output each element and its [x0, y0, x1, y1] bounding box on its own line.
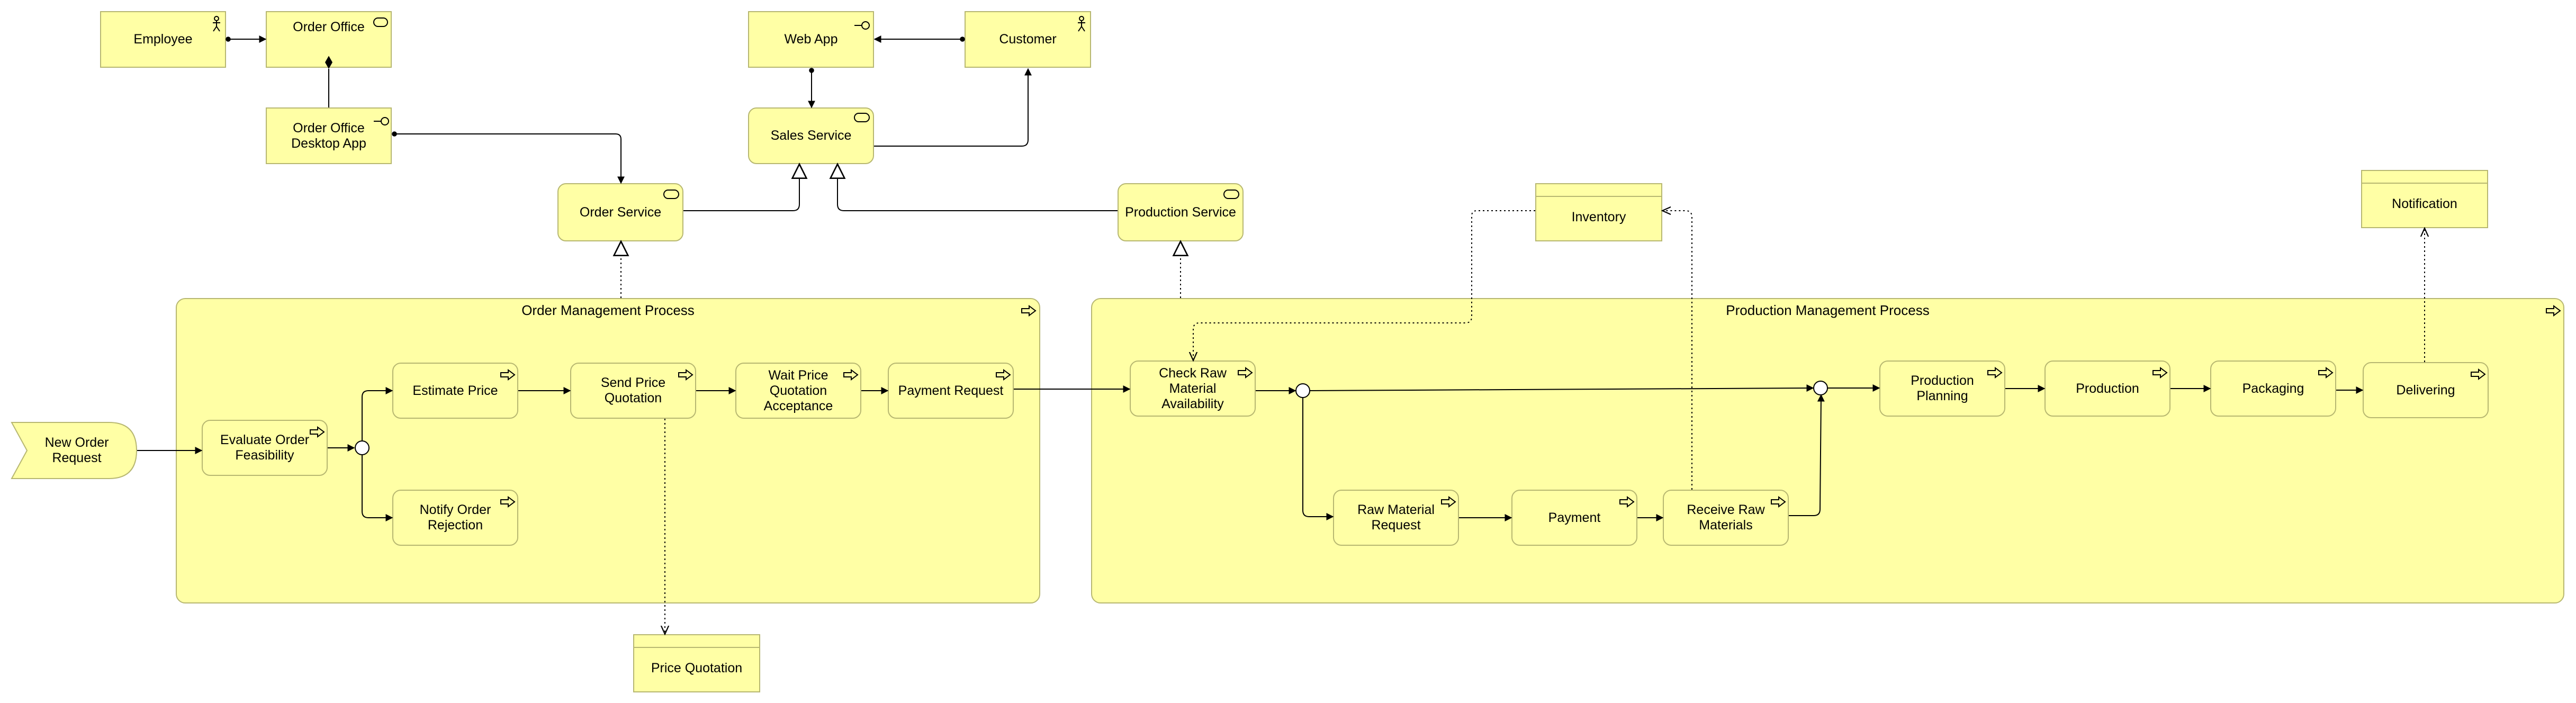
sales-service-label: Sales Service [770, 128, 852, 143]
new-order-request-label: New Order Request [44, 435, 109, 465]
delivering-label: Delivering [2396, 382, 2455, 398]
notification-label: Notification [2392, 196, 2457, 211]
order-management-process-title: Order Management Process [521, 302, 695, 318]
payment-step[interactable]: Payment [1511, 490, 1637, 546]
web-app-label: Web App [784, 32, 838, 47]
price-quotation-data-object[interactable]: Price Quotation [633, 634, 760, 692]
inventory-header-band [1536, 196, 1661, 197]
desktop-app-to-order-service-link [392, 131, 625, 184]
new-order-request-event[interactable]: New Order Request [11, 422, 138, 479]
notification-data-object[interactable]: Notification [2361, 170, 2488, 228]
wait-price-quotation-acceptance-label: Wait Price Quotation Acceptance [763, 367, 833, 413]
send-price-quotation-step[interactable]: Send Price Quotation [570, 363, 696, 419]
wait-price-quotation-acceptance-step[interactable]: Wait Price Quotation Acceptance [735, 363, 861, 419]
payment-request-label: Payment Request [898, 383, 1004, 398]
price-quotation-header-band [634, 647, 759, 648]
price-quotation-label: Price Quotation [651, 660, 743, 675]
estimate-price-step[interactable]: Estimate Price [392, 363, 518, 419]
production-management-process-group[interactable]: Production Management Process [1091, 298, 2564, 603]
production-planning-label: Production Planning [1911, 373, 1974, 403]
production-service-label: Production Service [1125, 204, 1236, 220]
production-management-process-title: Production Management Process [1726, 302, 1930, 318]
estimate-price-label: Estimate Price [412, 383, 498, 398]
packaging-label: Packaging [2242, 381, 2304, 396]
evaluate-order-feasibility-label: Evaluate Order Feasibility [220, 432, 310, 463]
sales-service[interactable]: Sales Service [748, 107, 874, 164]
send-price-quotation-label: Send Price Quotation [600, 375, 666, 405]
sales-service-to-customer-link [874, 68, 1032, 147]
packaging-step[interactable]: Packaging [2210, 360, 2336, 417]
production-service[interactable]: Production Service [1118, 183, 1244, 241]
check-raw-material-availability-step[interactable]: Check Raw Material Availability [1130, 360, 1256, 417]
notify-order-rejection-step[interactable]: Notify Order Rejection [392, 490, 518, 546]
order-office-component[interactable]: Order Office [266, 11, 392, 68]
production-planning-step[interactable]: Production Planning [1879, 360, 2005, 417]
production-label: Production [2076, 381, 2139, 396]
inventory-data-object[interactable]: Inventory [1535, 183, 1662, 241]
order-service-realizes-sales-service-link [683, 164, 799, 211]
delivering-step[interactable]: Delivering [2363, 362, 2489, 418]
order-service-label: Order Service [579, 204, 662, 220]
raw-material-request-step[interactable]: Raw Material Request [1333, 490, 1459, 546]
notify-order-rejection-label: Notify Order Rejection [419, 502, 491, 533]
notification-header-band [2362, 183, 2487, 184]
web-app-component[interactable]: Web App [748, 11, 874, 68]
receive-raw-materials-label: Receive Raw Materials [1687, 502, 1765, 533]
employee-actor[interactable]: Employee [100, 11, 226, 68]
payment-label: Payment [1548, 510, 1601, 525]
check-raw-material-availability-label: Check Raw Material Availability [1159, 365, 1227, 411]
raw-material-request-label: Raw Material Request [1357, 502, 1435, 533]
customer-actor[interactable]: Customer [965, 11, 1091, 68]
order-office-label: Order Office [293, 20, 365, 34]
order-office-desktop-app-component[interactable]: Order Office Desktop App [266, 107, 392, 164]
inventory-label: Inventory [1571, 209, 1626, 224]
production-step[interactable]: Production [2044, 360, 2170, 417]
order-service[interactable]: Order Service [557, 183, 683, 241]
order-office-desktop-app-label: Order Office Desktop App [291, 120, 366, 151]
employee-label: Employee [133, 32, 193, 47]
customer-label: Customer [999, 32, 1057, 47]
production-service-realizes-sales-service-link [837, 164, 1118, 211]
event-shape [11, 422, 138, 479]
payment-request-step[interactable]: Payment Request [888, 363, 1014, 419]
receive-raw-materials-step[interactable]: Receive Raw Materials [1663, 490, 1789, 546]
evaluate-order-feasibility-step[interactable]: Evaluate Order Feasibility [202, 420, 328, 476]
